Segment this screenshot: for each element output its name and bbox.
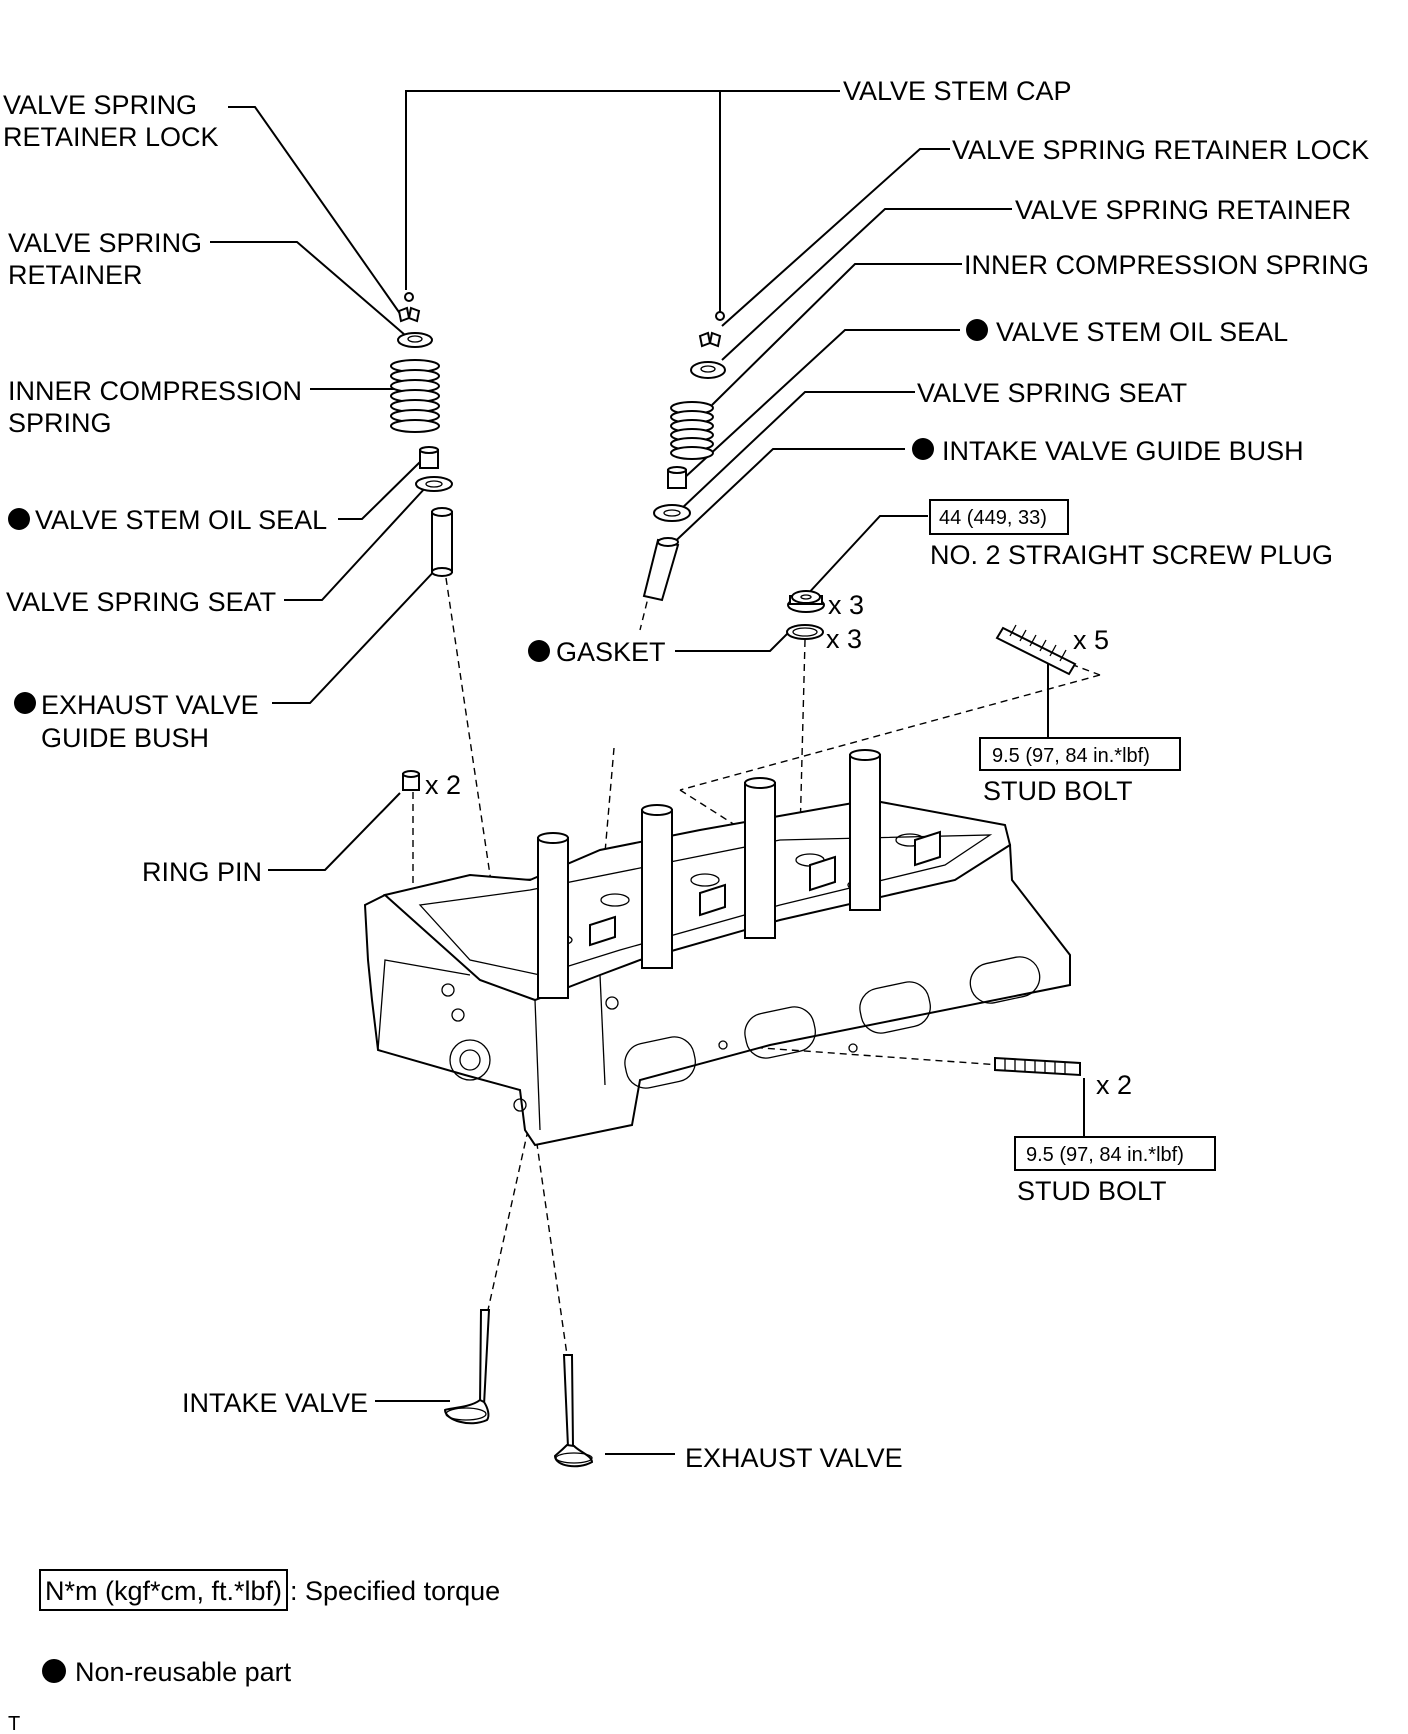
qty-gasket: x 3 bbox=[826, 624, 862, 654]
right-intake-valve-guide-bush bbox=[642, 537, 680, 602]
cylinder-head-tubes bbox=[537, 749, 881, 999]
legend-torque-box bbox=[39, 1569, 288, 1611]
left-exhaust-valve-guide-bush bbox=[431, 507, 453, 577]
label-right-oil-seal: VALVE STEM OIL SEAL bbox=[996, 317, 1288, 347]
label-right-intake-bush: INTAKE VALVE GUIDE BUSH bbox=[942, 436, 1304, 466]
qty-ring-pin: x 2 bbox=[425, 770, 461, 800]
left-valve-components bbox=[390, 292, 453, 577]
right-valve-stem-oil-seal bbox=[667, 466, 687, 489]
leader-lines bbox=[210, 90, 1085, 1455]
left-spring-retainer bbox=[397, 332, 433, 348]
right-inner-compression-spring bbox=[670, 401, 714, 460]
label-exhaust-valve: EXHAUST VALVE bbox=[685, 1443, 903, 1473]
label-right-retainer-lock: VALVE SPRING RETAINER LOCK bbox=[952, 135, 1369, 165]
intake-valve-part bbox=[443, 1309, 491, 1425]
ring-pin bbox=[402, 770, 420, 791]
label-gasket: GASKET bbox=[556, 637, 666, 667]
right-valve-stem-cap bbox=[715, 311, 725, 321]
label-right-spring-seat: VALVE SPRING SEAT bbox=[917, 378, 1187, 408]
label-left-spring-seat: VALVE SPRING SEAT bbox=[6, 587, 276, 617]
label-screw-plug: NO. 2 STRAIGHT SCREW PLUG bbox=[930, 540, 1333, 570]
right-spring-retainer bbox=[690, 361, 726, 379]
label-intake-valve: INTAKE VALVE bbox=[182, 1388, 368, 1418]
stud-top-torque-box bbox=[979, 737, 1181, 771]
qty-screw-plug: x 3 bbox=[828, 590, 864, 620]
label-right-inner-spring: INNER COMPRESSION SPRING bbox=[964, 250, 1369, 280]
screw-plug-torque: 44 (449, 33) bbox=[939, 507, 1047, 529]
label-ring-pin: RING PIN bbox=[142, 857, 262, 887]
exhaust-valve-part bbox=[553, 1354, 594, 1468]
footer-code: T bbox=[8, 1713, 20, 1734]
legend-torque-desc: : Specified torque bbox=[290, 1576, 500, 1606]
label-stud-top: STUD BOLT bbox=[983, 776, 1133, 806]
label-left-retainer-lock-1: VALVE SPRING bbox=[3, 90, 197, 120]
stud-top-torque: 9.5 (97, 84 in.*lbf) bbox=[992, 745, 1150, 767]
label-left-retainer-1: VALVE SPRING bbox=[8, 228, 202, 258]
label-left-inner-spring-1: INNER COMPRESSION bbox=[8, 376, 302, 406]
label-left-exhaust-bush-1: EXHAUST VALVE bbox=[41, 690, 259, 720]
label-right-stem-cap: VALVE STEM CAP bbox=[843, 76, 1072, 106]
label-stud-bottom: STUD BOLT bbox=[1017, 1176, 1167, 1206]
left-valve-stem-oil-seal bbox=[419, 446, 439, 469]
label-left-oil-seal: VALVE STEM OIL SEAL bbox=[35, 505, 327, 535]
stud-bottom-torque-box bbox=[1014, 1136, 1216, 1171]
right-retainer-lock bbox=[698, 331, 722, 348]
label-left-retainer-lock-2: RETAINER LOCK bbox=[3, 122, 219, 152]
left-retainer-lock bbox=[397, 306, 421, 323]
label-right-retainer: VALVE SPRING RETAINER bbox=[1015, 195, 1351, 225]
qty-stud-bottom: x 2 bbox=[1096, 1070, 1132, 1100]
label-left-retainer-2: RETAINER bbox=[8, 260, 143, 290]
stud-bolt-top bbox=[995, 624, 1077, 676]
gasket-ring bbox=[786, 624, 824, 640]
legend: N*m (kgf*cm, ft.*lbf) : Specified torque… bbox=[39, 1569, 500, 1687]
label-left-exhaust-bush-2: GUIDE BUSH bbox=[41, 723, 209, 753]
non-reusable-mark-left-oil-seal bbox=[8, 508, 30, 530]
screw-plug-torque-box bbox=[929, 499, 1069, 535]
screw-plug-and-gasket bbox=[786, 590, 825, 640]
labels: VALVE SPRING RETAINER LOCK VALVE SPRING … bbox=[3, 76, 1369, 1473]
legend-torque-unit: N*m (kgf*cm, ft.*lbf) bbox=[45, 1576, 282, 1606]
screw-plug bbox=[787, 590, 825, 613]
legend-nonreusable-desc: Non-reusable part bbox=[75, 1657, 292, 1687]
left-valve-stem-cap bbox=[404, 292, 414, 302]
non-reusable-mark-right-intake-bush bbox=[912, 438, 934, 460]
legend-non-reusable-mark bbox=[42, 1659, 66, 1683]
left-valve-spring-seat bbox=[415, 476, 453, 492]
non-reusable-mark-gasket bbox=[528, 640, 550, 662]
qty-stud-top: x 5 bbox=[1073, 625, 1109, 655]
stud-bolt-bottom bbox=[994, 1056, 1081, 1077]
right-valve-components bbox=[642, 311, 726, 602]
right-valve-spring-seat bbox=[653, 504, 691, 522]
non-reusable-mark-left-exhaust-bush bbox=[14, 692, 36, 714]
label-left-inner-spring-2: SPRING bbox=[8, 408, 112, 438]
left-inner-compression-spring bbox=[390, 359, 440, 433]
cylinder-head bbox=[363, 749, 1071, 1147]
non-reusable-mark-right-oil-seal bbox=[966, 319, 988, 341]
stud-bottom-torque: 9.5 (97, 84 in.*lbf) bbox=[1026, 1144, 1184, 1166]
